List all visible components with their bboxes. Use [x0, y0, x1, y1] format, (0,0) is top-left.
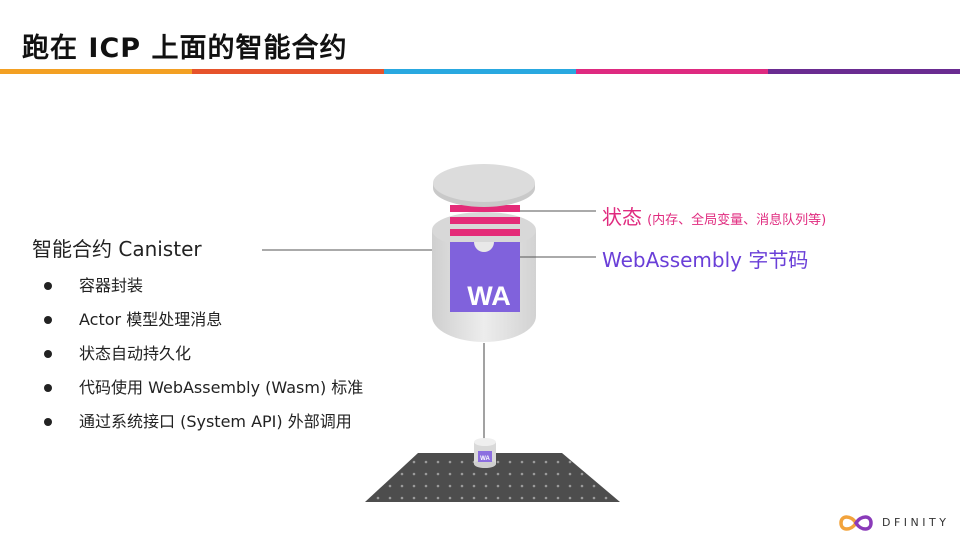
- stripe-pink: [576, 69, 768, 74]
- list-item: 通过系统接口 (System API) 外部调用: [40, 408, 363, 442]
- list-item: 状态自动持久化: [40, 340, 363, 374]
- state-label-detail: (内存、全局变量、消息队列等): [647, 213, 827, 228]
- bullet-icon: [44, 384, 52, 392]
- list-item-label: 通过系统接口 (System API) 外部调用: [79, 412, 352, 431]
- list-item-label: 代码使用 WebAssembly (Wasm) 标准: [79, 378, 364, 397]
- canister-heading: 智能合约 Canister: [32, 237, 202, 261]
- stripe-blue: [384, 69, 576, 74]
- list-item: Actor 模型处理消息: [40, 306, 363, 340]
- feature-list: 容器封装 Actor 模型处理消息 状态自动持久化 代码使用 WebAssemb…: [40, 272, 363, 442]
- bullet-icon: [44, 418, 52, 426]
- canister-lid: [433, 164, 535, 207]
- list-item-label: Actor 模型处理消息: [79, 310, 223, 329]
- list-item-label: 容器封装: [79, 276, 144, 295]
- state-block: [450, 205, 520, 236]
- stripe-orange: [0, 69, 192, 74]
- bullet-icon: [44, 316, 52, 324]
- slide-title: 跑在 ICP 上面的智能合约: [22, 33, 348, 64]
- wasm-label: WebAssembly 字节码: [602, 248, 809, 272]
- list-item: 代码使用 WebAssembly (Wasm) 标准: [40, 374, 363, 408]
- bullet-icon: [44, 282, 52, 290]
- stripe-purple: [768, 69, 960, 74]
- list-item: 容器封装: [40, 272, 363, 306]
- list-item-label: 状态自动持久化: [79, 344, 192, 363]
- bullet-icon: [44, 350, 52, 358]
- stripe-red: [192, 69, 384, 74]
- wa-badge: WA: [467, 281, 511, 311]
- dfinity-logo-text: DFINITY: [882, 516, 950, 529]
- mini-canister: WA: [474, 438, 496, 468]
- dfinity-infinity-icon: [839, 515, 873, 531]
- mini-wa-badge: WA: [480, 456, 490, 462]
- wasm-block: WA: [450, 242, 520, 312]
- platform-grid: [365, 453, 620, 502]
- state-label-main: 状态: [602, 205, 642, 229]
- state-label: 状态 (内存、全局变量、消息队列等): [602, 201, 826, 230]
